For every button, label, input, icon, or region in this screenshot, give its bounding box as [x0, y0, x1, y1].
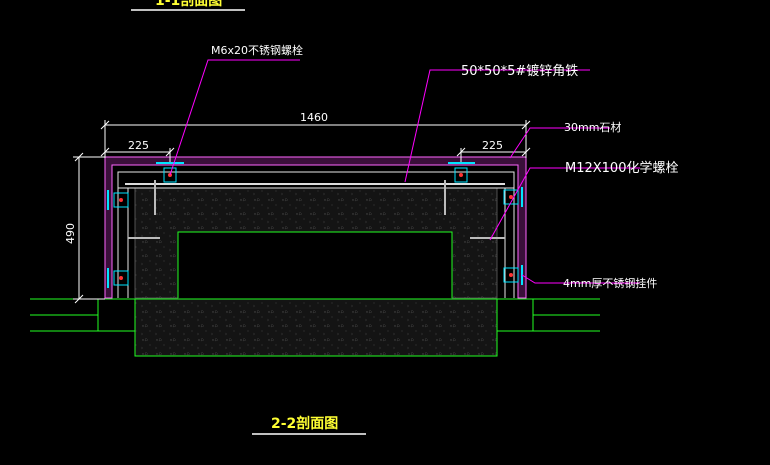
- dim-left-offset: 225: [128, 139, 149, 152]
- label-chem-bolt: M12X100化学螺栓: [565, 160, 678, 176]
- bolts: [107, 162, 523, 288]
- dim-height: 490: [64, 223, 77, 244]
- label-stone: 30mm石材: [564, 120, 621, 134]
- anchor-rods: [128, 180, 505, 239]
- dim-overall: 1460: [300, 111, 328, 124]
- dimension-lines: [73, 120, 531, 304]
- bottom-title: 2-2剖面图: [271, 415, 338, 432]
- label-bolt-small: M6x20不锈钢螺栓: [211, 43, 303, 57]
- label-angle-steel: 50*50*5#镀锌角铁: [461, 63, 578, 79]
- leader-lines: [169, 59, 640, 284]
- top-title-group: 1-1剖面图: [131, 0, 245, 11]
- dim-right-offset: 225: [482, 139, 503, 152]
- concrete-upper: [134, 187, 498, 299]
- label-hanger: 4mm厚不锈钢挂件: [563, 276, 657, 290]
- stone-cladding: [104, 156, 527, 299]
- top-title: 1-1剖面图: [155, 0, 222, 9]
- bottom-title-group: 2-2剖面图: [252, 415, 366, 435]
- concrete-lower: [134, 298, 498, 357]
- ground-lines: [30, 298, 600, 332]
- inner-opening: [177, 231, 453, 298]
